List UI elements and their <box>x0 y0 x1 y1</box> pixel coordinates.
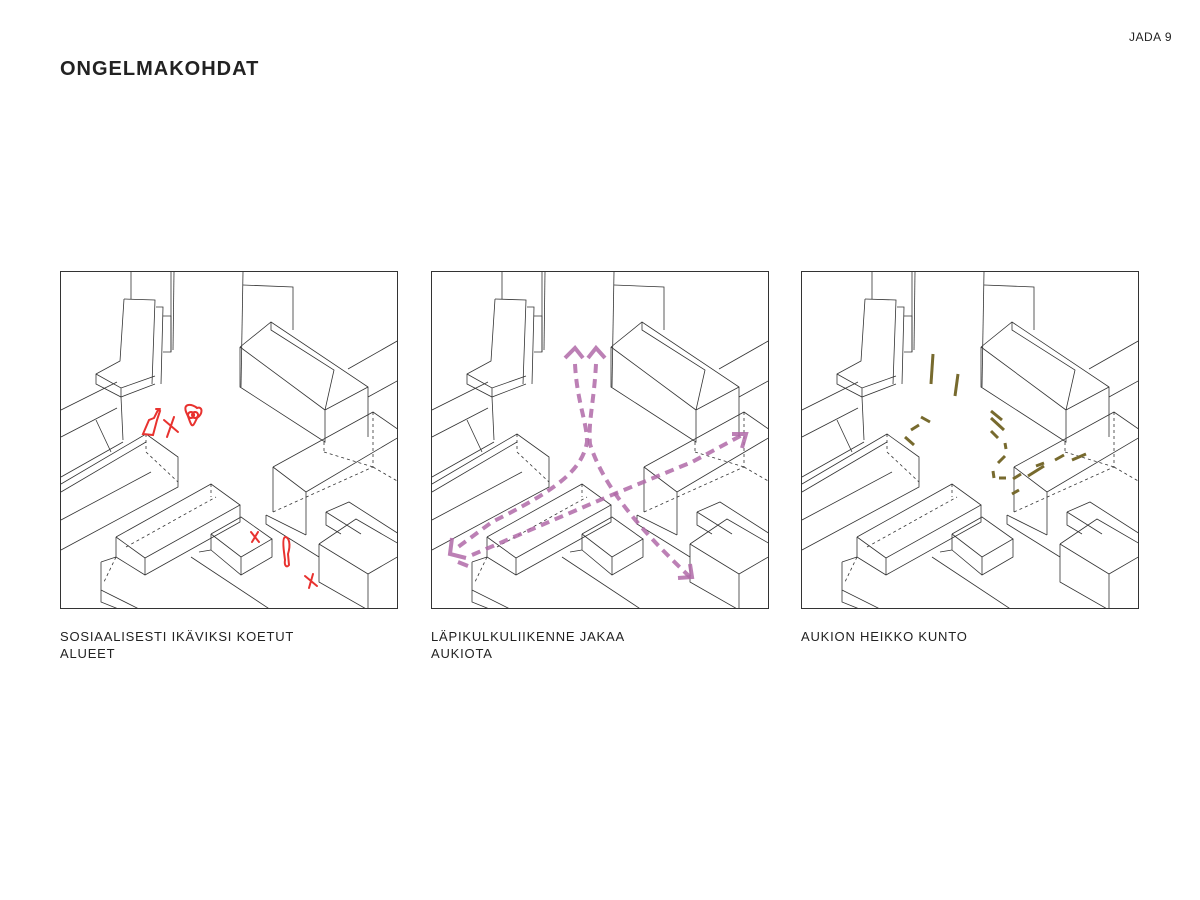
route-arrow <box>452 363 590 552</box>
traffic-arrows <box>452 363 745 579</box>
arrow-heads <box>447 344 749 580</box>
route-arrow <box>587 363 692 579</box>
bottle-mark <box>282 535 291 568</box>
diagram-poor-condition <box>801 271 1139 609</box>
diagram-through-traffic <box>431 271 769 609</box>
arrow-up-icon <box>563 345 585 360</box>
crack-dashes <box>904 353 1087 496</box>
caption-panel-3: AUKION HEIKKO KUNTO <box>801 628 1101 645</box>
cross-mark <box>250 531 260 543</box>
page-title: ONGELMAKOHDAT <box>60 58 260 80</box>
arrow-left-icon <box>447 537 467 560</box>
caption-panel-1: SOSIAALISESTI IKÄVIKSI KOETUT ALUEET <box>60 628 360 662</box>
caption-line: ALUEET <box>60 646 116 661</box>
route-arrow <box>471 432 745 557</box>
arrow-right-icon <box>732 432 749 449</box>
caption-line: SOSIAALISESTI IKÄVIKSI KOETUT <box>60 629 295 644</box>
caption-line: AUKION HEIKKO KUNTO <box>801 629 968 644</box>
caption-line: AUKIOTA <box>431 646 493 661</box>
arrow-down-right-icon <box>677 563 695 580</box>
arrow-left-icon <box>457 560 469 568</box>
diagram-social-problem-areas <box>60 271 398 609</box>
caption-panel-2: LÄPIKULKULIIKENNE JAKAA AUKIOTA <box>431 628 731 662</box>
cross-mark <box>304 573 318 589</box>
scribble-mark <box>184 403 203 427</box>
cross-mark <box>163 416 179 438</box>
arrow-up-icon <box>586 344 607 360</box>
problem-spot-markers <box>141 403 318 589</box>
caption-line: LÄPIKULKULIIKENNE JAKAA <box>431 629 625 644</box>
bottle-mark <box>141 408 162 437</box>
page-number: JADA 9 <box>1128 30 1172 44</box>
